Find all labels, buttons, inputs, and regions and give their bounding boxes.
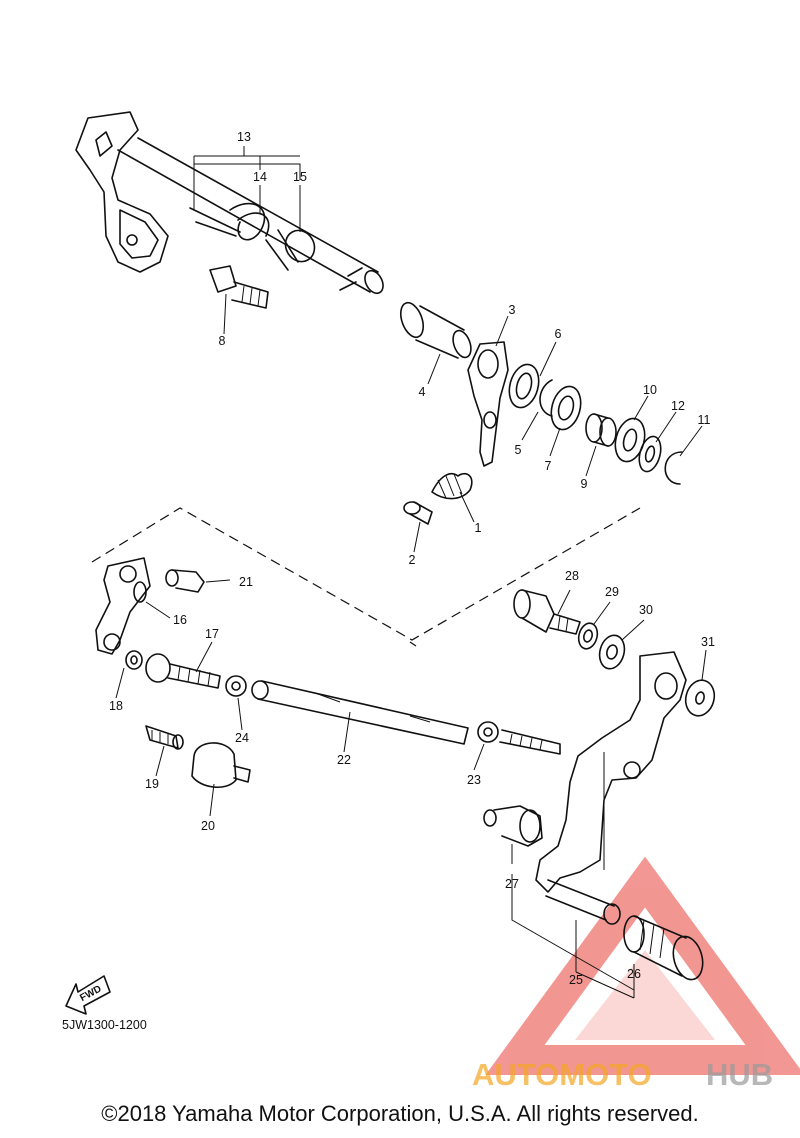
shift-arm-16 bbox=[95, 557, 151, 655]
watermark-triangle bbox=[485, 856, 800, 1075]
leader-lines bbox=[115, 146, 707, 999]
bolt-27 bbox=[483, 805, 543, 847]
callout-18: 18 bbox=[109, 699, 123, 713]
callout-12: 12 bbox=[671, 399, 685, 413]
callout-1: 1 bbox=[475, 521, 482, 535]
callout-29: 29 bbox=[605, 585, 619, 599]
callout-14: 14 bbox=[253, 170, 267, 184]
joint-17 bbox=[145, 653, 221, 689]
callout-25: 25 bbox=[569, 973, 583, 987]
callout-20: 20 bbox=[201, 819, 215, 833]
callout-24: 24 bbox=[235, 731, 249, 745]
callout-26: 26 bbox=[627, 967, 641, 981]
callout-2: 2 bbox=[409, 553, 416, 567]
callout-11: 11 bbox=[698, 413, 711, 427]
watermark-text-part2: HUB bbox=[706, 1057, 773, 1092]
footpeg-rubber-26 bbox=[623, 915, 704, 981]
nut-18 bbox=[125, 650, 143, 670]
callout-23: 23 bbox=[467, 773, 481, 787]
bearing-9 bbox=[585, 413, 617, 447]
callout-9: 9 bbox=[581, 477, 588, 491]
callout-3: 3 bbox=[509, 303, 516, 317]
watermark-logo: AUTOMOTO HUB bbox=[472, 1057, 773, 1092]
fwd-label: FWD bbox=[78, 984, 103, 1004]
diagram-code: 5JW1300-1200 bbox=[62, 1018, 147, 1032]
callout-22: 22 bbox=[337, 753, 351, 767]
nut-24 bbox=[225, 675, 247, 697]
circlip-11 bbox=[664, 451, 683, 485]
shift-rod-22 bbox=[251, 680, 469, 745]
bolt-28 bbox=[513, 589, 581, 635]
callout-8: 8 bbox=[219, 334, 226, 348]
copyright-notice: ©2018 Yamaha Motor Corporation, U.S.A. A… bbox=[101, 1101, 699, 1126]
bolt-21 bbox=[165, 569, 205, 593]
callout-15: 15 bbox=[293, 170, 307, 184]
callout-16: 16 bbox=[173, 613, 187, 627]
fwd-arrow-icon: FWD bbox=[65, 975, 111, 1015]
spring-1 bbox=[431, 472, 473, 500]
callout-30: 30 bbox=[639, 603, 653, 617]
callout-27: 27 bbox=[505, 877, 519, 891]
assembly-boundary bbox=[91, 507, 641, 641]
washer-7 bbox=[550, 385, 582, 431]
shift-lever-3 bbox=[467, 341, 509, 467]
washer-10 bbox=[614, 417, 646, 463]
shift-pedal-25 bbox=[535, 651, 687, 925]
callout-5: 5 bbox=[515, 443, 522, 457]
washer-29 bbox=[577, 622, 599, 650]
callout-28: 28 bbox=[565, 569, 579, 583]
callout-labels: 13 14 15 8 4 3 6 5 7 9 10 12 11 1 2 21 1… bbox=[109, 130, 715, 987]
callout-21: 21 bbox=[239, 575, 253, 589]
shift-shaft-assembly bbox=[75, 111, 384, 295]
circlip-5 bbox=[539, 379, 553, 417]
callout-31: 31 bbox=[701, 635, 715, 649]
nut-23 bbox=[477, 721, 499, 743]
bolt-19 bbox=[145, 725, 184, 750]
cover-20 bbox=[191, 742, 251, 788]
washer-31 bbox=[684, 679, 716, 717]
callout-10: 10 bbox=[643, 383, 657, 397]
callout-17: 17 bbox=[205, 627, 219, 641]
washer-12 bbox=[638, 435, 662, 473]
bush-4 bbox=[399, 301, 472, 359]
watermark-text-part1: AUTOMOTO bbox=[472, 1057, 652, 1092]
callout-19: 19 bbox=[145, 777, 159, 791]
callout-4: 4 bbox=[419, 385, 426, 399]
callout-6: 6 bbox=[555, 327, 562, 341]
washer-6 bbox=[508, 363, 540, 409]
rod-thread-end bbox=[499, 729, 561, 755]
callout-13: 13 bbox=[237, 130, 251, 144]
washer-30 bbox=[598, 634, 626, 670]
pin-2 bbox=[403, 501, 433, 525]
bolt-8 bbox=[209, 265, 269, 309]
callout-7: 7 bbox=[545, 459, 552, 473]
